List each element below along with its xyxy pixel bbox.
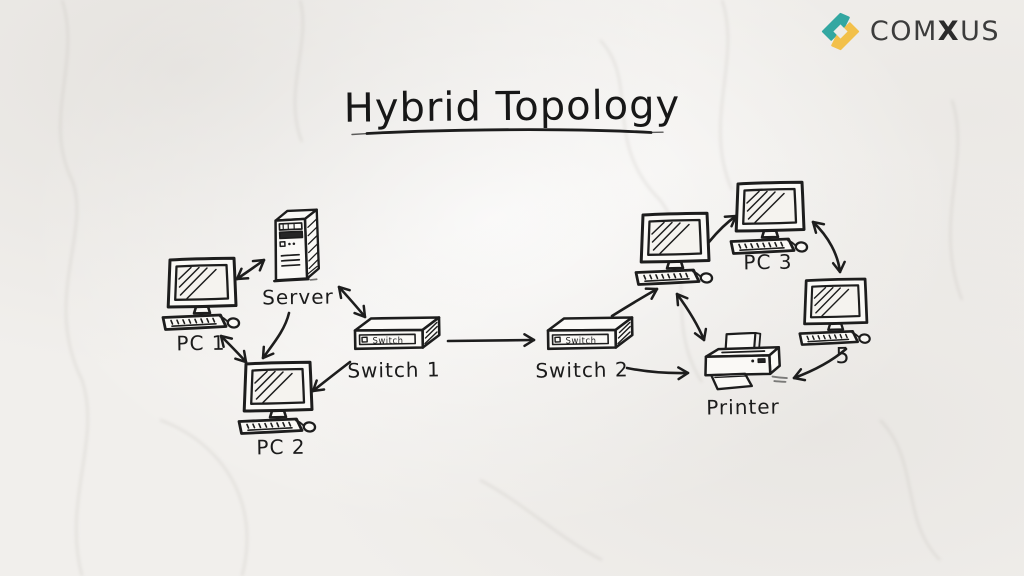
edge-switch2-pc4 [610,287,659,318]
pc1-computer-icon [161,256,241,331]
page-title: Hybrid Topology [343,82,681,132]
pc5-computer-icon [798,277,872,346]
switch2-label: Switch 2 [535,357,629,383]
edge-pc3-pc5 [811,220,846,274]
connection-arrows [219,214,848,393]
edge-pc1-server [235,258,266,281]
pc1-label: PC 1 [176,330,226,356]
pc2-computer-icon [237,360,317,435]
interlocking-arrows-icon [821,12,859,51]
brand-text-us: US [960,16,1000,47]
server-label: Server [262,284,334,310]
pc4-computer-icon [634,211,714,286]
printer-icon [704,332,789,391]
pc3-label: PC 3 [743,249,793,275]
printer-label: Printer [706,394,780,420]
edge-switch1-pc2 [311,360,352,393]
brand-text-com: COM [869,16,938,47]
switch2-face-text: Switch [565,337,596,347]
switch1-label: Switch 1 [347,357,441,383]
edge-switch1-switch2 [446,333,536,348]
brand-text-x: X [937,16,961,47]
edge-pc4-pc3 [707,214,738,244]
background-texture [59,0,963,576]
pc2-label: PC 2 [256,434,306,460]
server-tower-icon [273,208,321,283]
edge-pc5-printer [792,347,848,382]
edge-pc1-pc2 [219,334,248,364]
pc3-computer-icon [729,180,809,255]
edge-pc4-printer [675,292,708,342]
switch1-face-text: Switch [372,337,403,347]
title-underline [351,128,664,136]
edge-switch2-printer [625,366,690,381]
edge-server-pc2 [261,311,291,360]
edge-server-switch1 [337,285,367,319]
pc5-label: 5 [835,343,851,370]
